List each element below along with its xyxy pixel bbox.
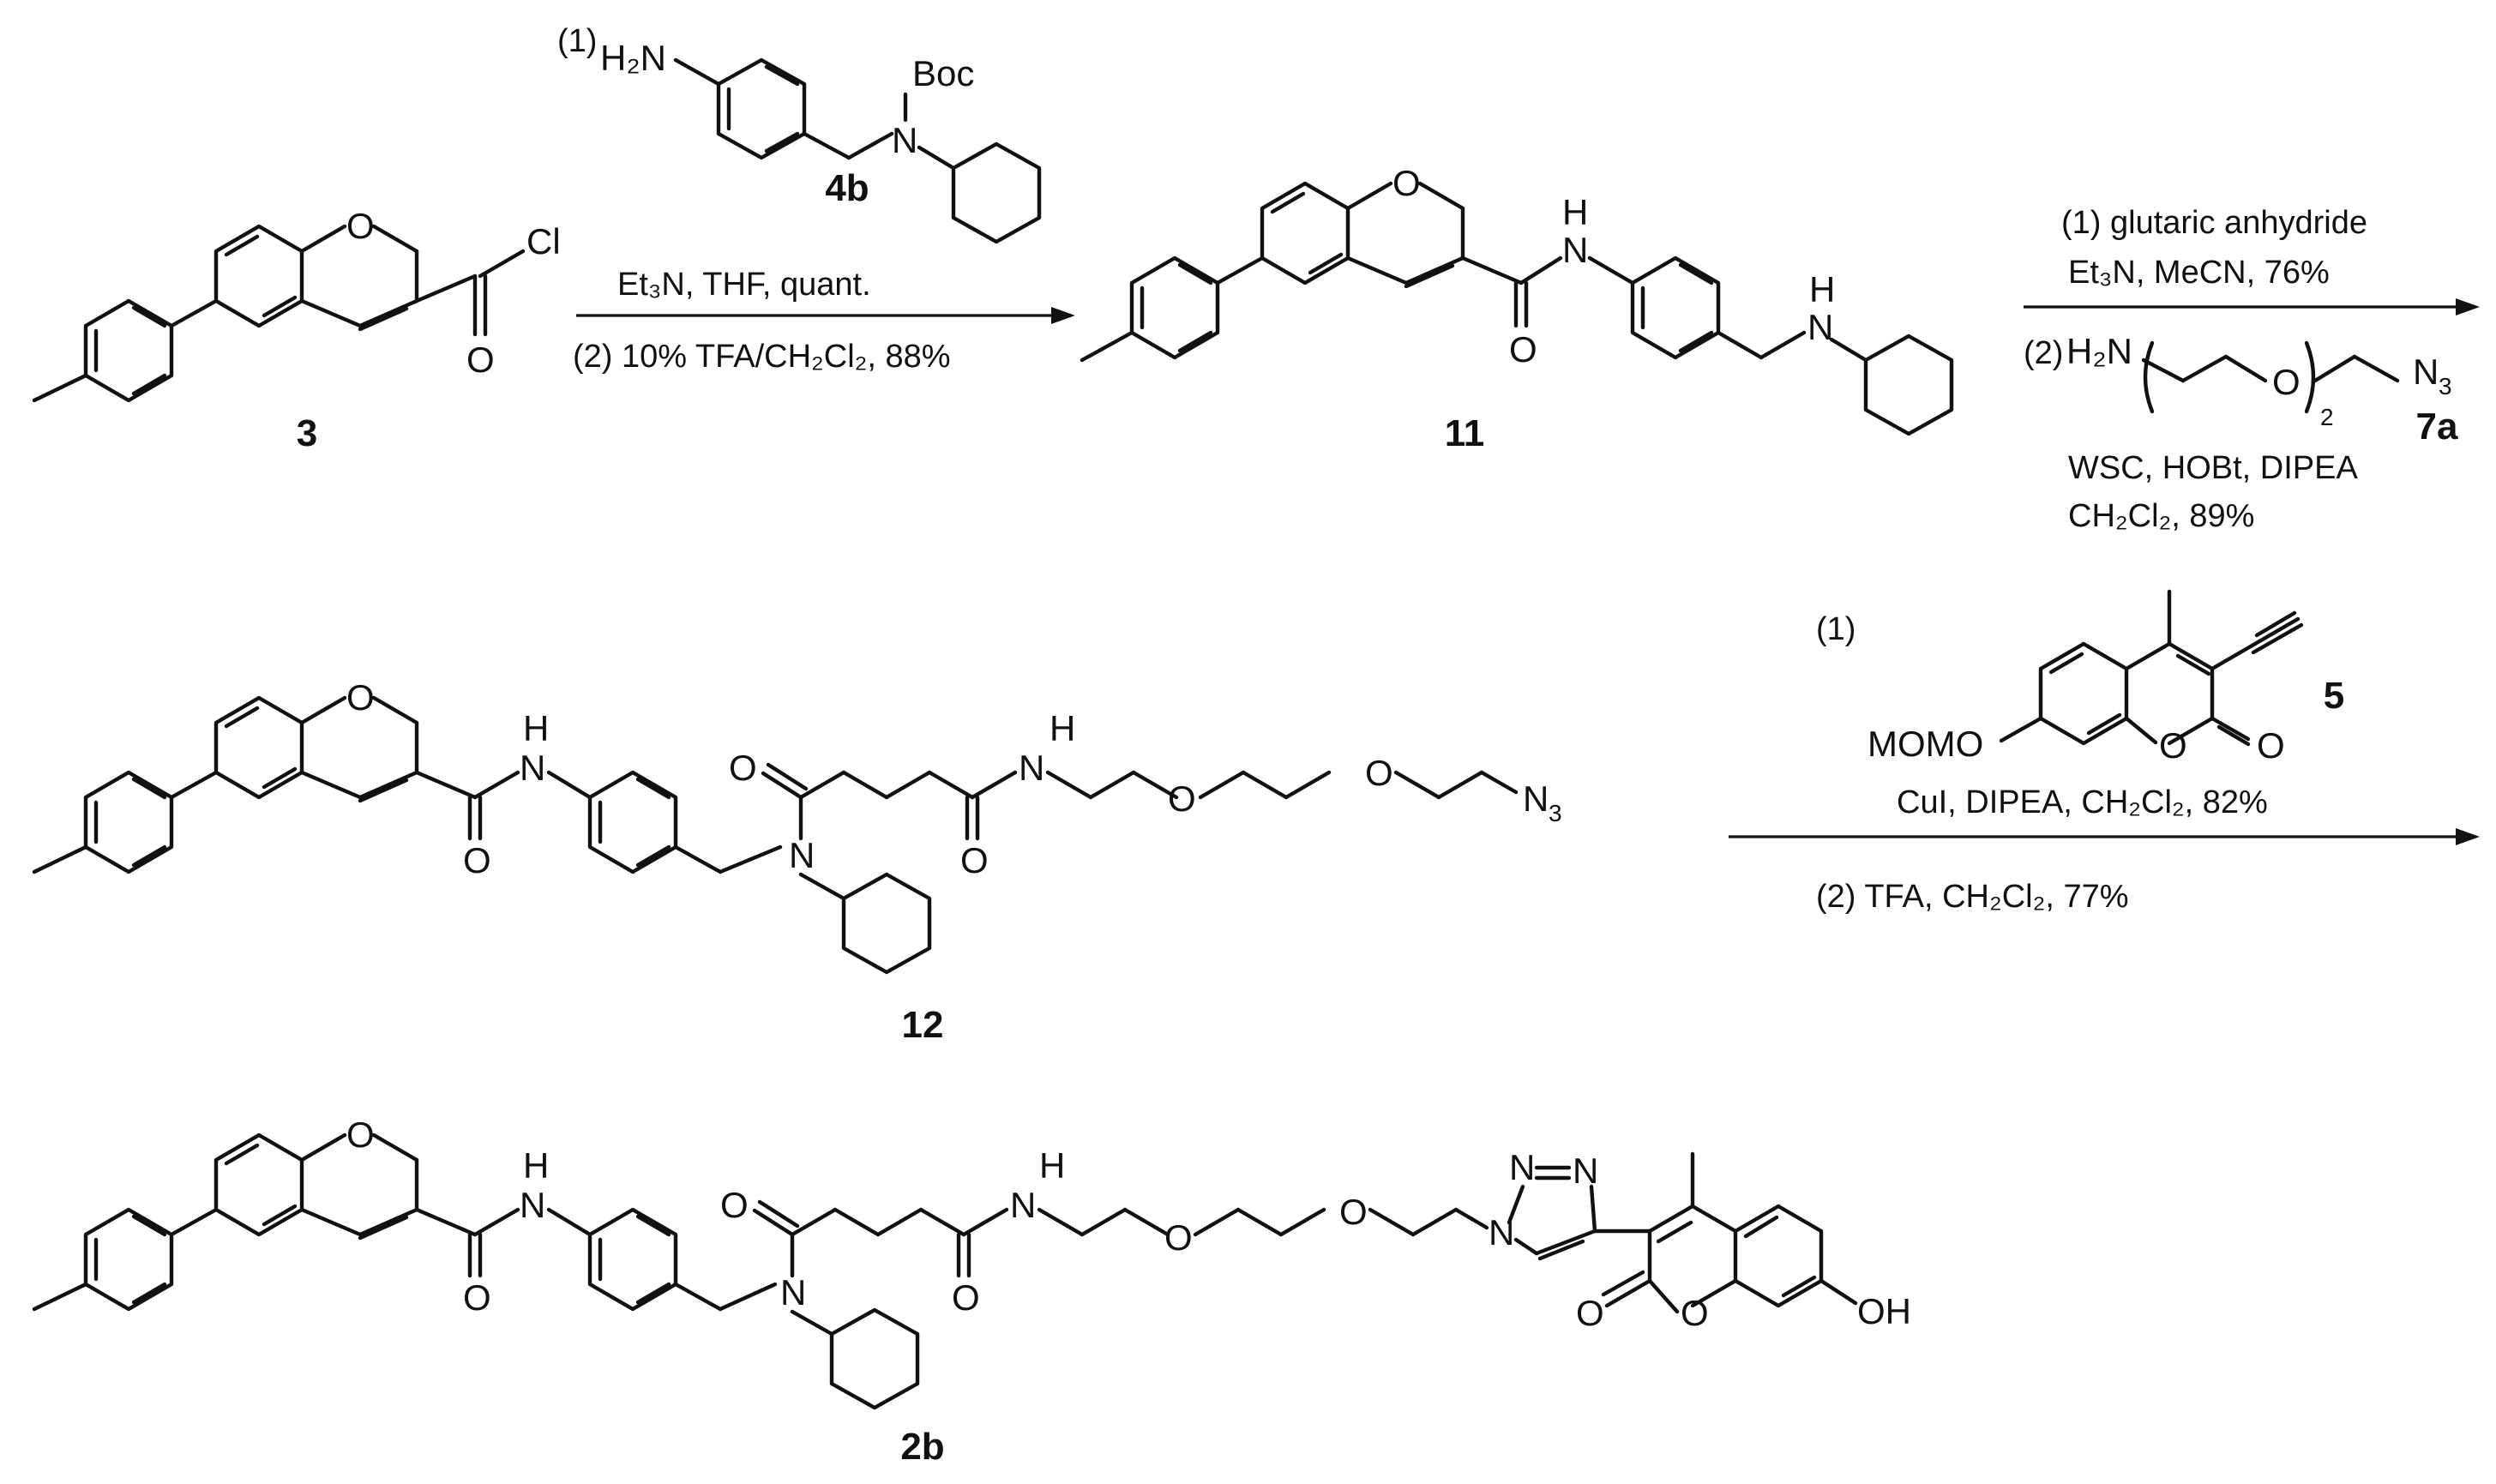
compound-12-structure: O O H N N O O H N O O [32,677,1562,1046]
step3-below-1: (2) TFA, CH₂Cl₂, 77% [1816,879,2129,915]
compound-3-structure: O O Cl 3 [32,206,561,454]
atom-h-amide2-12: H [1050,708,1075,748]
atom-h2n-4b: H₂N [600,38,666,78]
step3-above-1: (1) [1816,611,1855,647]
atom-o-pyran-11: O [1392,163,1421,203]
atom-o-7a: O [2272,362,2301,402]
atom-o-carbonyl: O [466,339,495,380]
atom-nh2-12: N [1019,748,1044,788]
reagent-5-structure: MOMO O O 5 [1867,589,2344,766]
compound-label-11: 11 [1445,412,1485,454]
atom-o-pyran: O [346,206,375,246]
atom-h-amide-12: H [523,708,549,748]
atom-h-amide-11: H [1562,192,1588,232]
atom-boc: Boc [912,53,974,93]
step1-line-1: Et₃N, THF, quant. [617,267,871,303]
atom-nh2-2b: N [1010,1185,1036,1225]
atom-n3-12: N [1523,778,1549,819]
atom-n-tert-2b: N [780,1272,806,1313]
atom-o-lactone-2b: O [1681,1293,1709,1333]
step1-label-1: (1) [557,23,597,59]
atom-o-glut2-12: O [960,840,989,880]
atom-nh-2b: N [520,1185,545,1225]
atom-h-amide-2b: H [523,1145,549,1186]
atom-o-glut2-2b: O [952,1277,980,1318]
atom-o-peg1-2b: O [1164,1217,1193,1258]
compound-label-12: 12 [902,1004,944,1046]
atom-o-glut1-2b: O [720,1185,749,1225]
atom-sub2-7a: 2 [2320,404,2334,430]
atom-o-carbonyl-5: O [2257,725,2285,766]
atom-o-peg2-2b: O [1339,1192,1368,1232]
atom-n3-7a: N [2413,351,2439,392]
atom-cl: Cl [526,221,561,261]
atom-h-amide2-2b: H [1039,1145,1065,1186]
atom-o-pyran-12: O [346,677,375,718]
atom-h-amine-11: H [1809,269,1835,309]
reaction-step-2: (1) glutaric anhydride Et₃N, MeCN, 76% (… [2024,205,2480,534]
atom-o-glut1-12: O [729,748,757,788]
step3-above-2: CuI, DIPEA, CH₂Cl₂, 82% [1897,784,2268,820]
atom-o-carbonyl-2b: O [1576,1293,1604,1333]
compound-label-4b: 4b [825,167,869,209]
step2-above-1: (1) glutaric anhydride [2061,205,2367,241]
atom-o-pyran-2b: O [346,1115,375,1155]
atom-nh-12: N [520,748,545,788]
reaction-step-3: (1) MOMO O O 5 CuI, DIPEA, CH₂Cl₂, 82% [1729,589,2480,915]
atom-n-amide-11: N [1562,230,1588,270]
atom-h2n-7a: H₂N [2066,331,2132,371]
atom-n-amine-11: N [1807,307,1833,347]
atom-sub3-7a: 3 [2439,373,2452,400]
compound-label-3: 3 [297,412,317,454]
step2-below-3: CH₂Cl₂, 89% [2068,498,2254,534]
step1-below-1: (2) 10% TFA/CH₂Cl₂, 88% [573,339,951,375]
atom-o-amide-2b: O [463,1277,491,1318]
compound-label-2b: 2b [900,1426,944,1468]
compound-label-7a: 7a [2416,406,2458,448]
atom-sub3-12: 3 [1549,800,1562,826]
atom-oh-2b: OH [1857,1291,1911,1331]
compound-11-structure: O O H N H N 11 [1080,163,1954,454]
atom-o-lactone-5: O [2159,725,2187,766]
atom-n2-triazole-2b: N [1509,1147,1535,1187]
reagent-4b-structure: H₂N N Boc 4b [600,38,1042,244]
atom-momo-5: MOMO [1867,724,1983,764]
step2-above-2: Et₃N, MeCN, 76% [2068,255,2330,291]
reagent-7a-structure: (2) H₂N O 2 N 3 7a [2024,331,2458,448]
atom-n-4b: N [892,120,917,160]
atom-n-tert-12: N [789,835,815,875]
compound-label-5: 5 [2324,675,2344,717]
step2-below-2: WSC, HOBt, DIPEA [2068,450,2358,486]
atom-n3-triazole-2b: N [1573,1151,1598,1191]
atom-o-peg2-12: O [1365,753,1393,793]
reaction-step-1: (1) H₂N N Boc 4b Et₃N, THF, quant. (2) 1… [557,23,1075,375]
atom-o-amide-11: O [1509,329,1537,369]
compound-2b-structure: O O H N N O O H N O O [32,1115,1911,1468]
atom-o-amide-12: O [463,840,491,880]
atom-o-peg1-12: O [1168,778,1196,819]
step2-below-1: (2) [2024,335,2063,371]
